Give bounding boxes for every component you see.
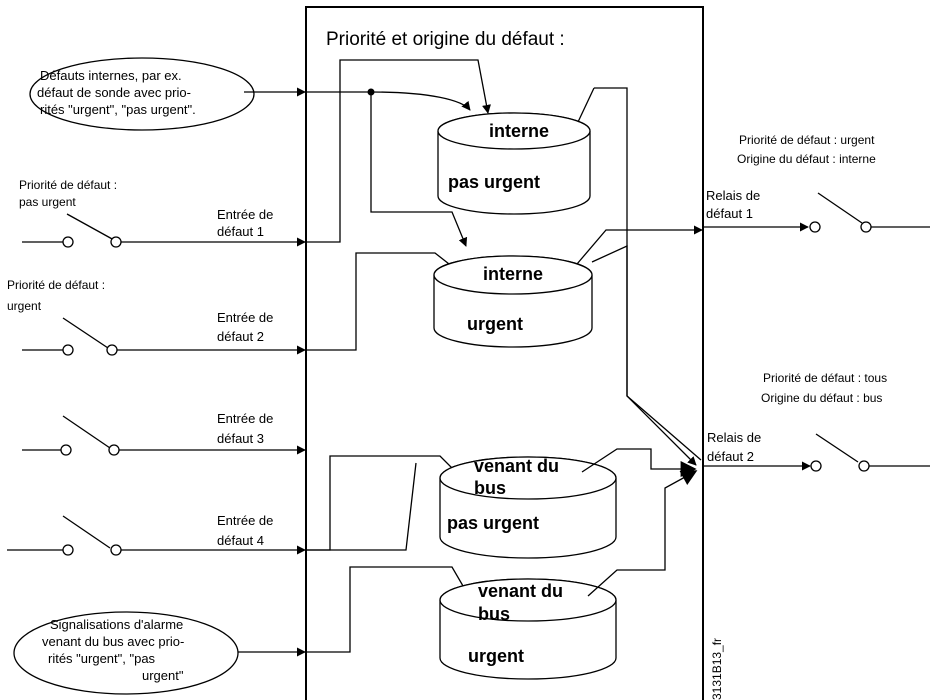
contact-icon — [62, 544, 74, 556]
contact-icon — [60, 444, 72, 456]
relay-1-info-line-1: Priorité de défaut : urgent — [739, 133, 875, 147]
store-4-bottom-label: urgent — [468, 646, 524, 666]
relay-2-label-line-1: Relais de — [707, 430, 761, 445]
bus-source-line-4: urgent" — [142, 668, 184, 683]
contact-icon — [810, 460, 822, 472]
store-1-top-label: interne — [489, 121, 549, 141]
input-3-label-line-1: Entrée de — [217, 411, 273, 426]
contact-icon — [858, 460, 870, 472]
input-2-label-line-2: défaut 2 — [217, 329, 264, 344]
input-1-label-line-2: défaut 1 — [217, 224, 264, 239]
relay-2-info-line-1: Priorité de défaut : tous — [763, 371, 887, 385]
bus-source-line-2: venant du bus avec prio- — [42, 634, 184, 649]
fault-input-2: Priorité de défaut : urgent Entrée de dé… — [7, 278, 273, 356]
store-2-bottom-label: urgent — [467, 314, 523, 334]
internal-source-line-1: Défauts internes, par ex. — [40, 68, 182, 83]
relay-1-label-line-1: Relais de — [706, 188, 760, 203]
processing-box — [305, 6, 704, 700]
contact-icon — [110, 236, 122, 248]
diagram-title: Priorité et origine du défaut : — [326, 29, 565, 50]
figure-id: 3131B13_fr — [710, 638, 724, 700]
bus-alarms-source: Signalisations d'alarme venant du bus av… — [13, 611, 239, 695]
input-2-priority-line-1: Priorité de défaut : — [7, 278, 105, 292]
relay-2-label-line-2: défaut 2 — [707, 449, 754, 464]
bus-source-line-1: Signalisations d'alarme — [50, 617, 183, 632]
input-1-priority-line-1: Priorité de défaut : — [19, 178, 117, 192]
store-4-top-label-1: venant du — [478, 581, 563, 601]
internal-faults-source: Défauts internes, par ex. défaut de sond… — [29, 57, 255, 131]
input-4-label-line-1: Entrée de — [217, 513, 273, 528]
fault-relay-2: Priorité de défaut : tous Origine du déf… — [703, 371, 930, 472]
input-3-label-line-2: défaut 3 — [217, 431, 264, 446]
store-bus-urgent: venant du bus urgent — [439, 578, 617, 680]
contact-icon — [62, 344, 74, 356]
relay-2-info-line-2: Origine du défaut : bus — [761, 391, 882, 405]
store-bus-pas-urgent: venant du bus pas urgent — [439, 456, 617, 559]
contact-icon — [62, 236, 74, 248]
store-interne-urgent: interne urgent — [433, 255, 593, 348]
input-1-priority-line-2: pas urgent — [19, 195, 76, 209]
fault-input-1: Priorité de défaut : pas urgent Entrée d… — [19, 178, 273, 248]
contact-icon — [108, 444, 120, 456]
relay-1-info-line-2: Origine du défaut : interne — [737, 152, 876, 166]
relay-1-label-line-2: défaut 1 — [706, 206, 753, 221]
input-2-priority-line-2: urgent — [7, 299, 42, 313]
contact-icon — [110, 544, 122, 556]
fault-input-3: Entrée de défaut 3 — [22, 411, 273, 456]
store-3-top-label-1: venant du — [474, 456, 559, 476]
fault-input-4: Entrée de défaut 4 — [7, 513, 273, 556]
store-3-bottom-label: pas urgent — [447, 513, 539, 533]
store-4-top-label-2: bus — [478, 604, 510, 624]
store-1-bottom-label: pas urgent — [448, 172, 540, 192]
fault-relay-1: Priorité de défaut : urgent Origine du d… — [703, 133, 930, 233]
internal-source-line-3: rités "urgent", "pas urgent". — [40, 102, 196, 117]
contact-icon — [860, 221, 872, 233]
store-3-top-label-2: bus — [474, 478, 506, 498]
store-interne-pas-urgent: interne pas urgent — [437, 112, 591, 215]
input-4-label-line-2: défaut 4 — [217, 533, 264, 548]
input-1-label-line-1: Entrée de — [217, 207, 273, 222]
bus-source-line-3: rités "urgent", "pas — [48, 651, 156, 666]
contact-icon — [106, 344, 118, 356]
contact-icon — [809, 221, 821, 233]
input-2-label-line-1: Entrée de — [217, 310, 273, 325]
internal-source-line-2: défaut de sonde avec prio- — [37, 85, 191, 100]
store-2-top-label: interne — [483, 264, 543, 284]
